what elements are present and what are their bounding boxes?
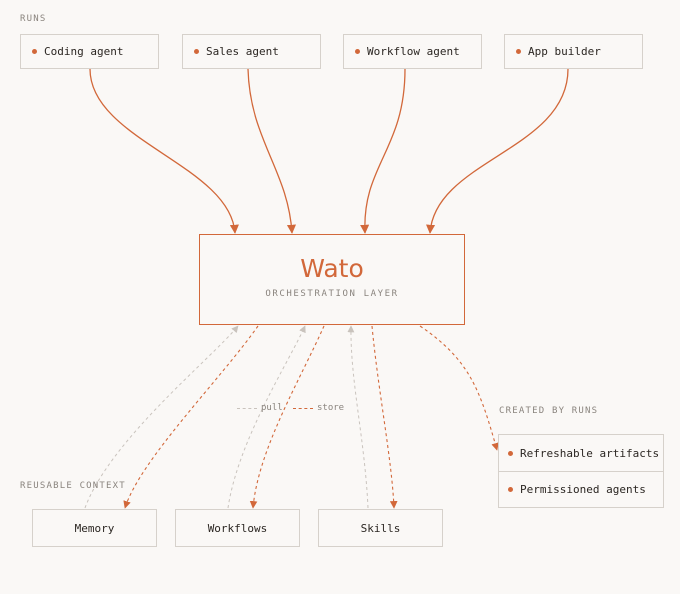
orchestration-subtitle: ORCHESTRATION LAYER xyxy=(265,289,399,299)
edge-sales-to-wato xyxy=(247,68,297,234)
edge-workflow-to-wato xyxy=(360,68,406,234)
bullet-dot-icon xyxy=(194,49,199,54)
run-node-label: Coding agent xyxy=(44,45,124,58)
created-item-label: Permissioned agents xyxy=(520,483,646,496)
created-item-refreshable-artifacts[interactable]: Refreshable artifacts xyxy=(499,435,663,471)
run-node-app-builder[interactable]: App builder xyxy=(504,34,643,69)
context-node-skills[interactable]: Skills xyxy=(318,509,443,547)
edge-wato-to-created xyxy=(419,325,499,451)
created-item-permissioned-agents[interactable]: Permissioned agents xyxy=(499,471,663,507)
legend-store-swatch xyxy=(293,407,313,409)
bullet-dot-icon xyxy=(32,49,37,54)
section-label-runs: RUNS xyxy=(20,14,47,24)
run-node-workflow-agent[interactable]: Workflow agent xyxy=(343,34,482,69)
bullet-dot-icon xyxy=(508,450,513,456)
edge-app-to-wato xyxy=(426,68,569,234)
bullet-dot-icon xyxy=(508,487,513,492)
context-node-label: Skills xyxy=(360,521,401,535)
section-label-created-by-runs: CREATED BY RUNS xyxy=(499,406,599,416)
run-node-label: Workflow agent xyxy=(367,45,460,58)
run-node-label: Sales agent xyxy=(206,45,279,58)
edge-memory-store xyxy=(123,325,259,509)
context-node-label: Memory xyxy=(74,521,115,535)
legend-store-label: store xyxy=(317,403,345,413)
legend-pull: pull xyxy=(237,403,283,413)
context-node-memory[interactable]: Memory xyxy=(32,509,157,547)
orchestration-title: Wato xyxy=(300,254,364,283)
edge-skills-pull xyxy=(347,325,369,509)
orchestration-node[interactable]: Wato ORCHESTRATION LAYER xyxy=(199,234,465,325)
created-by-runs-box: Refreshable artifacts Permissioned agent… xyxy=(498,434,664,508)
context-node-label: Workflows xyxy=(207,521,268,535)
bullet-dot-icon xyxy=(355,49,360,54)
run-node-sales-agent[interactable]: Sales agent xyxy=(182,34,321,69)
edge-skills-store xyxy=(371,325,398,509)
edge-coding-to-wato xyxy=(89,68,239,234)
edge-workflows-store xyxy=(249,325,325,509)
run-node-coding-agent[interactable]: Coding agent xyxy=(20,34,159,69)
context-node-workflows[interactable]: Workflows xyxy=(175,509,300,547)
bullet-dot-icon xyxy=(516,49,521,54)
edge-workflows-pull xyxy=(227,325,306,509)
section-label-reusable-context: REUSABLE CONTEXT xyxy=(20,481,126,491)
created-item-label: Refreshable artifacts xyxy=(520,446,660,460)
legend-pull-label: pull xyxy=(261,403,283,413)
legend-pull-swatch xyxy=(237,407,257,409)
run-node-label: App builder xyxy=(528,45,601,58)
legend-store: store xyxy=(293,403,344,413)
